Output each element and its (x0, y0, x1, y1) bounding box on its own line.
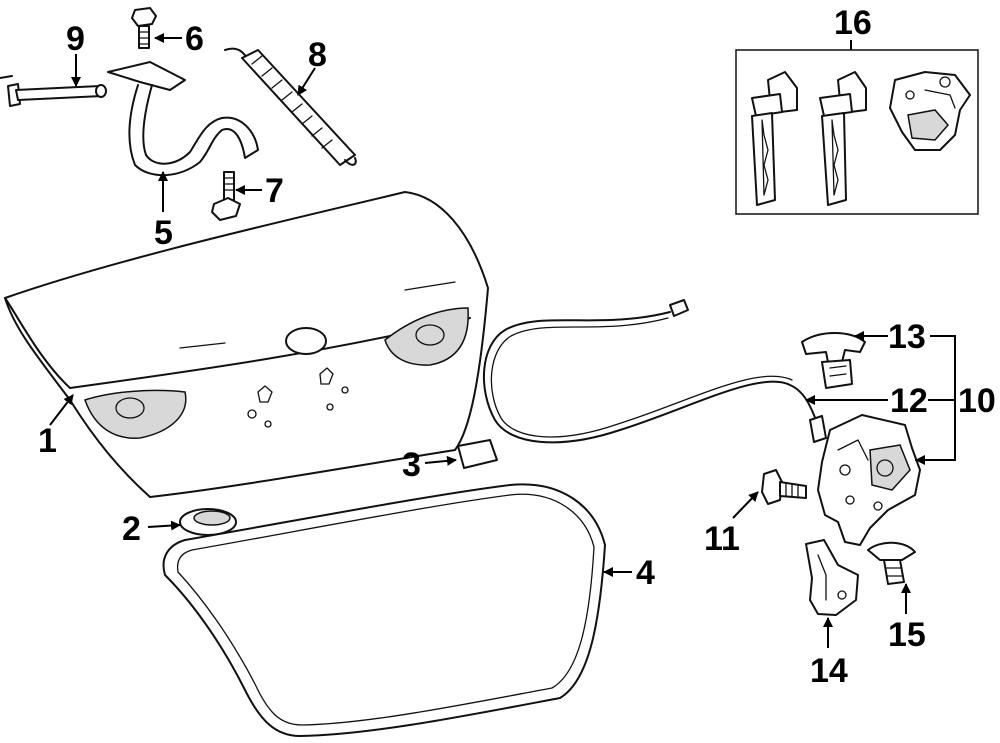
callout-11: 11 (704, 520, 740, 558)
leader-3 (424, 455, 457, 466)
plug (179, 508, 237, 536)
bolt-6 (131, 7, 157, 49)
stopper (867, 541, 916, 585)
weatherstrip (162, 483, 606, 737)
callout-1: 1 (38, 422, 57, 460)
callout-3: 3 (402, 446, 421, 484)
torsion-bar (0, 75, 107, 107)
callout-7: 7 (265, 172, 284, 210)
latch-assembly (817, 414, 921, 546)
callout-14: 14 (810, 652, 848, 690)
key-set-box (735, 49, 979, 215)
callout-15: 15 (888, 616, 926, 654)
callout-5: 5 (154, 214, 173, 252)
trunk-lid (4, 191, 489, 498)
release-cable (482, 299, 827, 444)
callout-6: 6 (185, 20, 204, 58)
leader-8 (297, 67, 316, 96)
bolt-11 (761, 469, 807, 505)
callout-13: 13 (888, 318, 926, 356)
callout-10: 10 (958, 382, 996, 420)
callouts: 1 2 3 4 5 6 7 8 9 10 11 12 13 14 15 16 (38, 4, 996, 690)
release-handle (801, 332, 866, 389)
leaders (49, 33, 956, 648)
callout-2: 2 (122, 510, 141, 548)
striker (805, 539, 859, 616)
leader-11 (732, 491, 759, 519)
key-blank-left (751, 71, 798, 206)
callout-12: 12 (890, 382, 928, 420)
key-set (735, 49, 979, 215)
leader-2 (147, 520, 181, 531)
callout-8: 8 (308, 36, 327, 74)
key-blank-middle (819, 71, 867, 206)
hinge (107, 61, 259, 177)
leader-1 (49, 394, 74, 426)
callout-9: 9 (66, 20, 85, 58)
callout-16: 16 (834, 4, 872, 42)
bumper-pad (457, 439, 498, 469)
callout-4: 4 (636, 554, 655, 592)
bracket-10 (915, 335, 956, 461)
torsion-spring (224, 47, 357, 166)
lock-cylinder (889, 71, 971, 151)
bolt-7 (211, 171, 241, 221)
